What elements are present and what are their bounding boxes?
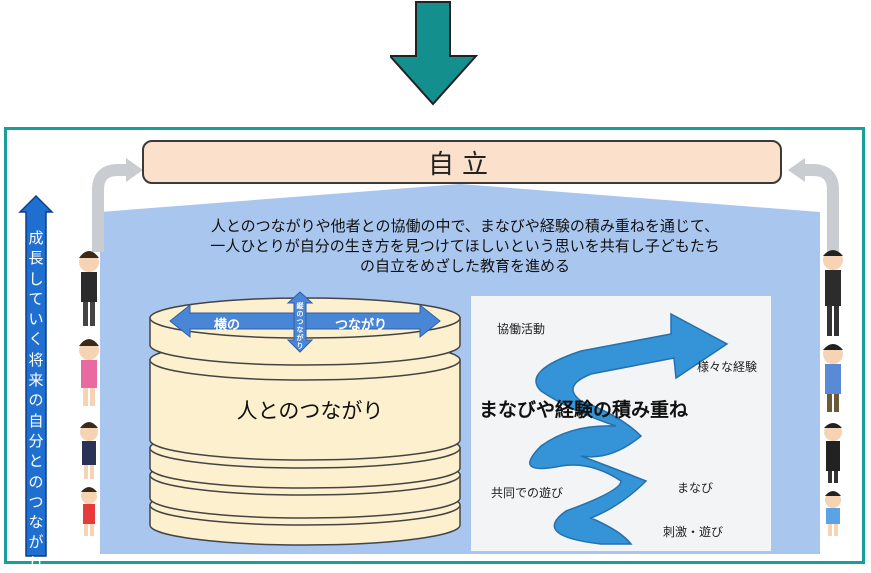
spiral-panel: 協働活動 様々な経験 共同での遊び まなび 刺激・遊び <box>471 296 771 551</box>
person-icon-right-4 <box>825 491 841 536</box>
person-icon-right-2 <box>823 344 843 412</box>
mission-line: の自立をめざした教育を進める <box>359 257 570 275</box>
horizontal-label-left: 横の <box>214 318 241 333</box>
vertical-label-char: の <box>296 310 304 318</box>
growth-label-char: 分 <box>28 431 44 450</box>
growth-label-char: 自 <box>28 411 44 430</box>
vertical-label-char: が <box>296 334 304 342</box>
vertical-connection-arrow <box>286 291 314 353</box>
growth-label-char: つ <box>28 492 44 511</box>
label-manabi: まなび <box>677 481 714 495</box>
growth-label-char: な <box>28 513 44 532</box>
growth-label-char: 来 <box>28 371 44 390</box>
growth-label-char: り <box>28 553 44 572</box>
right-curved-arrow <box>803 164 839 252</box>
label-shigeki: 刺激・遊び <box>663 525 724 539</box>
growth-label-char: く <box>28 330 44 349</box>
stack-main-label: 人とのつながり <box>236 399 384 423</box>
mission-line: 一人ひとりが自分の生き方を見つけてほしいという思いを共有し子どもたち <box>210 237 720 255</box>
person-icon-left-3 <box>80 422 98 479</box>
growth-label-char: と <box>28 452 44 471</box>
vertical-label-char: 縦 <box>296 302 304 310</box>
connection-stack <box>149 297 461 546</box>
spiral-title: まなびや経験の積み重ね <box>479 399 689 421</box>
title-box: 自立 <box>142 140 782 184</box>
person-icon-right-1 <box>823 250 843 336</box>
mission-line: 人とのつながりや他者との協働の中で、まなびや経験の積み重ねを通じて、 <box>210 217 720 235</box>
growth-label-char: 成 <box>28 229 44 247</box>
person-icon-left-1 <box>79 251 99 326</box>
down-arrow-icon <box>390 1 479 106</box>
vertical-label-char: な <box>296 326 304 334</box>
growth-label-char: の <box>28 472 44 491</box>
growth-label: 成長していく将来の自分とのつながり <box>20 228 52 573</box>
person-icon-left-4 <box>81 487 97 536</box>
left-curved-arrow <box>92 164 128 252</box>
label-kyodo: 協働活動 <box>497 322 546 336</box>
horizontal-label-right: つながり <box>335 318 388 333</box>
mission-statement: 人とのつながりや他者との協働の中で、まなびや経験の積み重ねを通じて、 一人ひとり… <box>150 216 780 276</box>
growth-arrow <box>18 194 54 557</box>
spiral-arrow-icon <box>529 312 729 545</box>
growth-label-char: い <box>28 310 44 329</box>
growth-label-char: て <box>28 289 44 308</box>
vertical-label-char: り <box>296 342 304 350</box>
growth-label-char: し <box>28 269 44 288</box>
growth-label-char: の <box>28 391 44 410</box>
growth-label-char: 長 <box>28 249 44 268</box>
diagram-frame <box>4 127 865 564</box>
person-icon-right-3 <box>824 423 842 483</box>
person-icon-left-2 <box>79 339 99 406</box>
vertical-label: 縦のつながり <box>291 302 309 350</box>
vertical-label-char: つ <box>296 318 304 326</box>
growth-label-char: が <box>28 533 44 552</box>
label-asobi-kyodo: 共同での遊び <box>491 486 564 500</box>
label-keiken: 様々な経験 <box>697 360 758 374</box>
growth-label-char: 将 <box>28 350 44 369</box>
